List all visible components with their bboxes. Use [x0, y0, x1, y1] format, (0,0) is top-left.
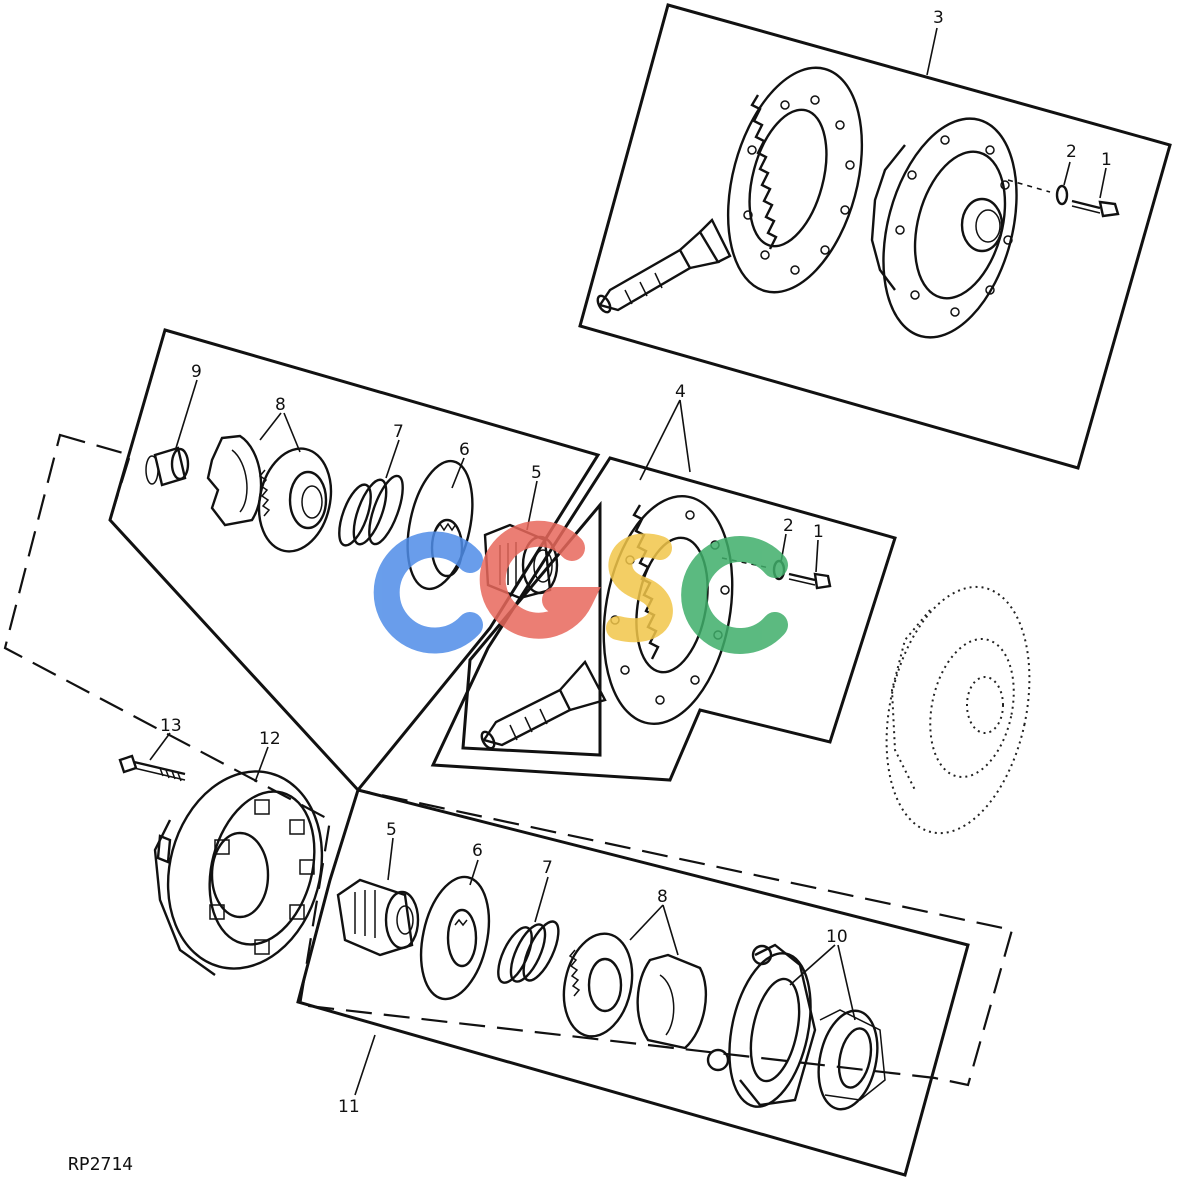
- callout-7-lower: 7: [542, 858, 553, 878]
- bolt-13: [118, 754, 186, 782]
- watermark-logo: [373, 520, 788, 654]
- spline-hub-5-lower: [336, 878, 420, 957]
- side-gear-8-upper: [257, 447, 333, 553]
- clutch-assembly-10: [706, 943, 886, 1111]
- ring-gear-top: [726, 66, 864, 294]
- dashed-boundary: [3, 433, 1014, 1087]
- side-gear-8-lower: [562, 932, 634, 1038]
- group-upper-differential-parts: 9 8 7 6: [108, 328, 601, 793]
- frame-box-upper: [108, 328, 601, 793]
- bolt-1-mid: [788, 572, 832, 590]
- callout-5-lower: 5: [386, 820, 397, 840]
- shim-8-upper: [206, 434, 263, 527]
- bushing-9: [145, 446, 190, 487]
- housing-12: [153, 770, 324, 976]
- washer-2-top: [1055, 184, 1069, 206]
- callout-1-top: 1: [1101, 150, 1112, 170]
- callout-3: 3: [933, 8, 944, 28]
- watermark-letter-c-blue: [373, 531, 483, 654]
- callout-7-upper: 7: [393, 422, 404, 442]
- callout-2-top: 2: [1066, 142, 1077, 162]
- disk-6-lower: [419, 875, 491, 1001]
- callout-11: 11: [338, 1097, 360, 1117]
- drawing-code: RP2714: [68, 1154, 133, 1175]
- callout-8-lower: 8: [657, 887, 668, 907]
- pinion-shaft-top: [596, 217, 732, 314]
- watermark-letter-c-green: [681, 536, 788, 654]
- disk-6-upper: [406, 459, 474, 591]
- watermark-letter-g-red: [479, 520, 601, 639]
- callout-10: 10: [826, 927, 848, 947]
- callout-6-upper: 6: [459, 440, 470, 460]
- callout-1-mid: 1: [813, 522, 824, 542]
- frame-box-11: [296, 788, 970, 1177]
- spring-7-upper: [338, 474, 404, 547]
- phantom-differential-case: [885, 585, 1031, 835]
- group-11-lower-parts: 5 6 7 8: [296, 788, 970, 1177]
- callout-9: 9: [191, 362, 202, 382]
- group-12-13-housing: 13 12: [118, 716, 324, 976]
- callout-6-lower: 6: [472, 841, 483, 861]
- pinion-shaft-center: [480, 659, 607, 750]
- bolt-1-top: [1071, 199, 1120, 218]
- callout-5-upper: 5: [531, 463, 542, 483]
- callout-4: 4: [675, 382, 686, 402]
- callout-2-mid: 2: [783, 516, 794, 536]
- differential-case-top: [870, 117, 1018, 339]
- spring-7-lower: [497, 920, 560, 984]
- callout-13: 13: [160, 716, 182, 736]
- frame-box-4: [430, 456, 897, 782]
- callout-8-upper: 8: [275, 395, 286, 415]
- frame-box-3: [578, 3, 1172, 470]
- shim-8-lower: [636, 953, 708, 1050]
- watermark-letter-s-yellow: [606, 533, 673, 643]
- callout-12: 12: [259, 729, 281, 749]
- group-3-ring-gear-and-case: 2 1 3: [578, 3, 1172, 470]
